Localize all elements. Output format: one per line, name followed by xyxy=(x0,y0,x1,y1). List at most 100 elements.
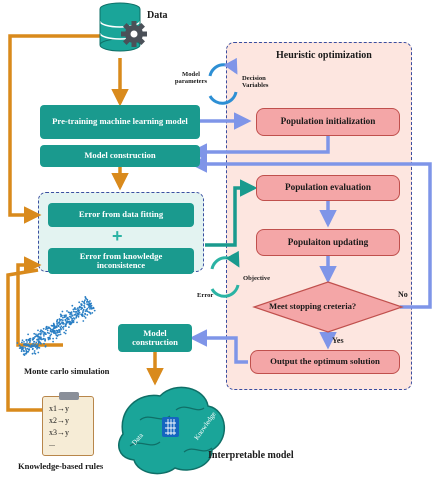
scatter-point xyxy=(68,326,70,328)
rule-line: x2→y xyxy=(49,416,69,425)
scatter-point xyxy=(31,352,34,355)
scatter-point xyxy=(43,342,45,345)
scatter-point xyxy=(55,337,58,340)
scatter-point xyxy=(89,312,92,315)
interpretable-model-label: Interpretable model xyxy=(208,450,294,461)
scatter-point xyxy=(25,342,27,345)
yes-label: Yes xyxy=(332,336,344,345)
scatter-point xyxy=(65,322,68,324)
scatter-point xyxy=(68,315,71,318)
scatter-point xyxy=(53,324,56,327)
no-loop-arrow xyxy=(189,155,432,309)
scatter-point xyxy=(16,342,19,344)
scatter-point xyxy=(53,331,56,333)
scatter-point xyxy=(71,319,73,322)
scatter-point xyxy=(56,320,58,322)
objective-label: Objective xyxy=(243,275,271,282)
scatter-point xyxy=(39,341,41,344)
scatter-point xyxy=(48,332,50,335)
blue-connectors xyxy=(189,112,432,364)
scatter-point xyxy=(86,307,89,310)
scatter-point xyxy=(55,334,58,337)
stopping-criteria-diamond xyxy=(252,281,404,333)
scatter-point xyxy=(78,301,81,304)
population-initialization-box: Population initialization xyxy=(256,108,400,136)
scatter-point xyxy=(37,343,40,345)
scatter-point xyxy=(44,340,46,342)
scatter-point xyxy=(65,316,67,318)
scatter-point xyxy=(67,318,69,321)
scatter-point xyxy=(25,349,28,352)
scatter-point xyxy=(90,302,92,305)
scatter-point xyxy=(69,312,72,315)
rule-line: ... xyxy=(49,439,55,448)
scatter-point xyxy=(73,314,76,316)
scatter-point xyxy=(29,337,32,340)
scatter-point xyxy=(56,322,58,325)
scatter-point xyxy=(80,308,82,311)
scatter-point xyxy=(56,324,59,326)
scatter-point xyxy=(89,304,92,306)
error-label: Error xyxy=(197,292,214,299)
scatter-point xyxy=(34,346,37,348)
scatter-point xyxy=(62,325,65,328)
scatter-point xyxy=(49,330,52,332)
scatter-point xyxy=(50,324,53,327)
scatter-point xyxy=(70,315,73,317)
scatter-point xyxy=(39,330,42,333)
scatter-point xyxy=(33,340,36,343)
monte-carlo-connector xyxy=(16,256,63,347)
scatter-point xyxy=(89,308,91,310)
scatter-point xyxy=(31,339,34,341)
scatter-point xyxy=(81,300,84,303)
scatter-point xyxy=(36,334,39,336)
scatter-point xyxy=(36,338,38,341)
scatter-point xyxy=(63,314,66,317)
scatter-point xyxy=(77,315,80,318)
scatter-point xyxy=(92,307,95,309)
scatter-point xyxy=(86,310,89,313)
scatter-point xyxy=(44,333,47,335)
scatter-point xyxy=(30,346,32,349)
error-to-evaluation-arrow xyxy=(205,179,258,247)
scatter-point xyxy=(72,321,75,324)
scatter-point xyxy=(77,313,80,316)
scatter-point xyxy=(83,306,86,309)
scatter-point xyxy=(70,322,73,324)
scatter-point xyxy=(88,306,91,308)
pretraining-box: Pre-training machine learning model xyxy=(40,105,200,139)
scatter-point xyxy=(72,310,75,313)
scatter-point xyxy=(47,326,50,329)
decision-variables-label: Decision Variables xyxy=(242,75,269,89)
scatter-point xyxy=(23,341,25,343)
scatter-point xyxy=(34,343,37,345)
scatter-point xyxy=(58,331,61,333)
stopping-criteria-label: Meet stopping creteria? xyxy=(269,301,357,311)
scatter-point xyxy=(77,308,79,311)
scatter-point xyxy=(34,352,37,355)
scatter-point xyxy=(83,304,85,307)
scatter-point xyxy=(59,320,61,322)
scatter-point xyxy=(58,334,60,336)
scatter-point xyxy=(42,331,45,333)
scatter-point xyxy=(70,316,72,319)
scatter-point xyxy=(23,354,26,356)
clip-icon xyxy=(59,392,79,400)
knowledge-rules-label: Knowledge-based rules xyxy=(18,461,104,471)
scatter-point xyxy=(88,301,90,303)
scatter-point xyxy=(42,337,45,340)
scatter-point xyxy=(84,299,86,302)
scatter-point xyxy=(23,344,26,346)
scatter-point xyxy=(24,352,27,355)
scatter-point xyxy=(71,317,74,320)
scatter-point xyxy=(50,333,53,336)
scatter-point xyxy=(37,338,40,341)
scatter-point xyxy=(41,330,44,332)
output-solution-box: Output the optimum solution xyxy=(250,350,400,374)
scatter-point xyxy=(38,336,40,339)
scatter-point xyxy=(48,336,51,339)
scatter-point xyxy=(25,351,28,354)
scatter-point xyxy=(52,337,54,340)
scatter-point xyxy=(49,334,52,337)
plus-sign: + xyxy=(112,226,123,246)
